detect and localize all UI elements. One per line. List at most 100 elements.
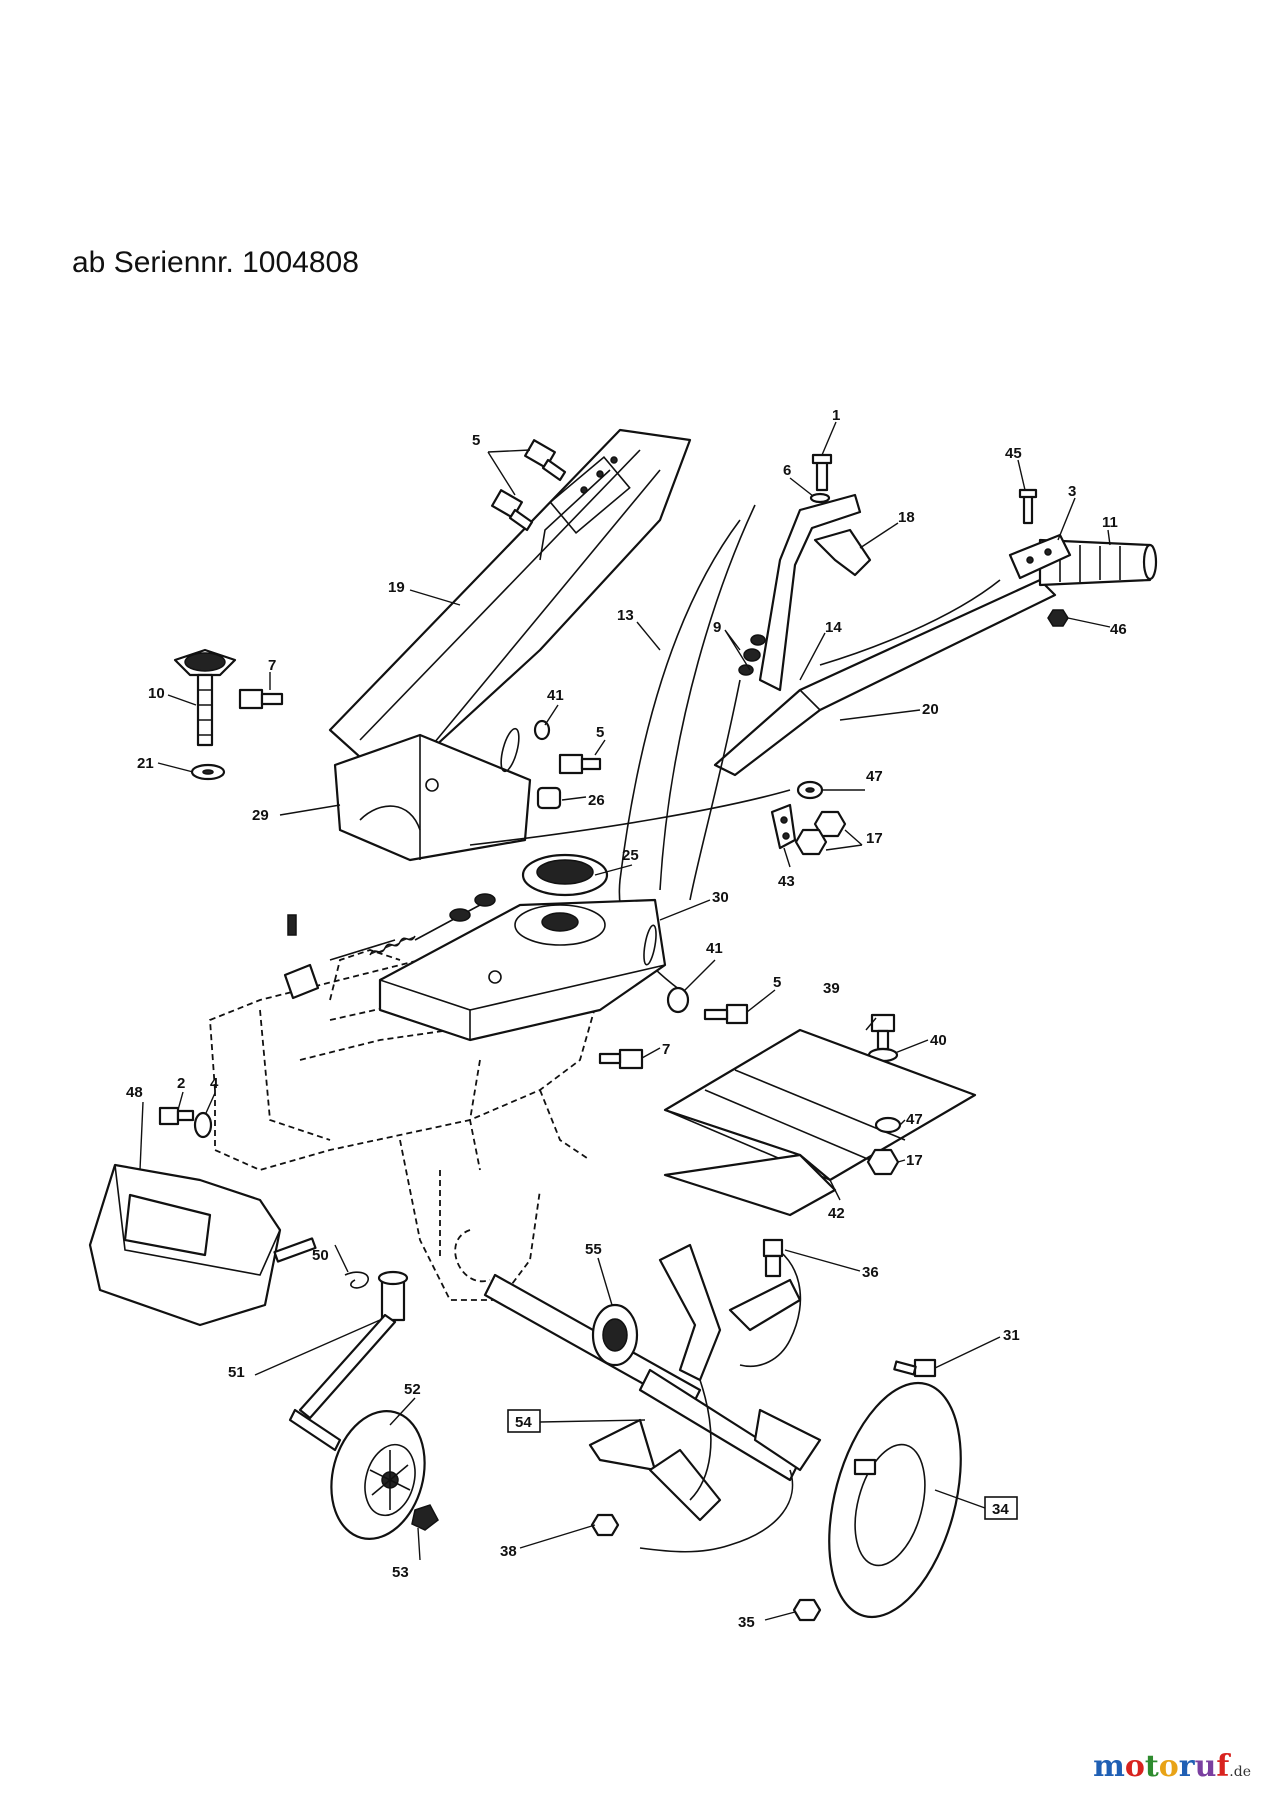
hub-part-55 (591, 1303, 639, 1367)
wheel-arm-part-51 (288, 1270, 409, 1452)
label-part-9: 9 (713, 619, 721, 636)
cover-part-25 (521, 853, 609, 897)
label-part-25: 25 (622, 847, 639, 864)
label-part-18: 18 (898, 509, 915, 526)
label-part-21: 21 (137, 755, 154, 772)
clip-part-50 (344, 1271, 369, 1289)
leader-lines (139, 421, 1111, 1621)
label-part-50: 50 (312, 1247, 329, 1264)
label-part-26: 26 (588, 792, 605, 809)
label-part-54: 54 (515, 1414, 532, 1431)
lever-part-18 (813, 528, 872, 577)
label-part-7b: 7 (662, 1041, 670, 1058)
label-part-5c: 5 (773, 974, 781, 991)
washer-part-4 (193, 1111, 213, 1139)
label-part-31: 31 (1003, 1327, 1020, 1344)
label-part-47b: 47 (906, 1111, 923, 1128)
handlebar-part-20 (713, 493, 1057, 777)
bolt-part-2 (158, 1106, 195, 1126)
label-part-5b: 5 (596, 724, 604, 741)
label-part-41b: 41 (706, 940, 723, 957)
washer-part-6 (809, 492, 831, 504)
logo-brand-text: motoruf (1093, 1749, 1230, 1784)
bolt-part-5d (703, 1003, 749, 1025)
side-disc-part-34 (828, 1381, 962, 1619)
label-part-3: 3 (1068, 483, 1076, 500)
label-box-part-34 (984, 1496, 1018, 1520)
label-part-14: 14 (825, 619, 842, 636)
fender-part-42 (663, 1028, 977, 1217)
bolt-part-31 (893, 1358, 937, 1378)
label-part-47: 47 (866, 768, 883, 785)
part-labels: 5 1 6 45 3 11 46 18 19 13 9 14 20 7 10 2… (126, 407, 1127, 1631)
label-part-29: 29 (252, 807, 269, 824)
label-part-11: 11 (1102, 514, 1118, 531)
label-part-30: 30 (712, 889, 729, 906)
label-part-19: 19 (388, 579, 405, 596)
front-weight-part-48 (88, 1163, 317, 1327)
bolt-part-7a (238, 688, 284, 710)
bushing-part-26 (536, 786, 562, 810)
label-part-6: 6 (783, 462, 791, 479)
housing-part-30 (378, 898, 667, 1042)
star-knob-part-10 (173, 648, 237, 747)
bolt-part-36 (762, 1238, 784, 1278)
tines-part-54 (588, 1243, 822, 1553)
nut-part-41b (666, 986, 690, 1014)
bolt-part-5c (558, 753, 602, 775)
label-part-42: 42 (828, 1205, 845, 1222)
label-part-35: 35 (738, 1614, 755, 1631)
washer-part-47b (874, 1116, 902, 1134)
bracket-part-43 (770, 803, 797, 850)
bolt-part-5a (524, 439, 567, 482)
handle-support-part-19 (328, 428, 692, 777)
label-part-2: 2 (177, 1075, 185, 1092)
washer-part-47a (796, 780, 824, 800)
nut-part-17b (866, 1148, 900, 1176)
label-part-5: 5 (472, 432, 480, 449)
label-part-43: 43 (778, 873, 795, 890)
hub-cap-part-53 (411, 1504, 439, 1531)
label-part-53: 53 (392, 1564, 409, 1581)
label-part-38: 38 (500, 1543, 517, 1560)
label-part-52: 52 (404, 1381, 421, 1398)
screw-part-45 (1018, 488, 1038, 525)
washer-part-21 (190, 763, 226, 781)
switch-part-3 (1008, 533, 1072, 580)
label-part-55: 55 (585, 1241, 602, 1258)
nut-part-35 (792, 1598, 822, 1622)
nuts-part-17a (794, 810, 847, 856)
nut-part-38 (590, 1513, 620, 1537)
handle-bracket-part-29 (333, 727, 532, 862)
label-box-part-54 (507, 1409, 541, 1433)
label-part-45: 45 (1005, 445, 1022, 462)
bolt-part-39 (870, 1013, 896, 1051)
bolt-part-7b (598, 1048, 644, 1070)
page-title: ab Seriennr. 1004808 (72, 246, 359, 279)
label-part-46: 46 (1110, 621, 1127, 638)
motoruf-logo: motoruf.de (1093, 1749, 1251, 1784)
logo-suffix: .de (1229, 1764, 1251, 1780)
throttle-spring (283, 893, 496, 1000)
label-part-17b: 17 (906, 1152, 923, 1169)
label-part-10: 10 (148, 685, 165, 702)
label-part-48: 48 (126, 1084, 143, 1101)
label-part-51: 51 (228, 1364, 245, 1381)
label-part-34: 34 (992, 1501, 1009, 1518)
label-part-36: 36 (862, 1264, 879, 1281)
label-part-1: 1 (832, 407, 840, 424)
nut-part-41a (533, 719, 551, 741)
label-part-13: 13 (617, 607, 634, 624)
grip-part-11 (1038, 538, 1158, 587)
label-part-41: 41 (547, 687, 564, 704)
label-part-39: 39 (823, 980, 840, 997)
cable-adjuster-part-9 (738, 634, 766, 676)
label-part-4: 4 (210, 1075, 219, 1092)
label-part-20: 20 (922, 701, 939, 718)
label-part-40: 40 (930, 1032, 947, 1049)
nut-part-46 (1047, 609, 1069, 627)
label-part-7: 7 (268, 657, 276, 674)
label-part-17: 17 (866, 830, 883, 847)
wheel-part-52 (330, 1410, 426, 1540)
